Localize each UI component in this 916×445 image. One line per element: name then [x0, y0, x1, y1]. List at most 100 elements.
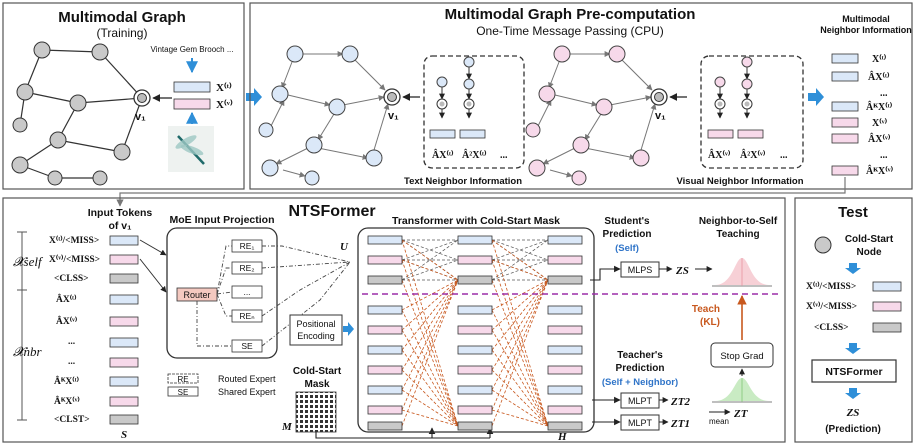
transformer-token-columns — [367, 235, 583, 431]
visual-graph-edges — [536, 51, 657, 178]
svg-text:MLPT: MLPT — [628, 396, 653, 406]
expert-dots: ... — [243, 287, 250, 297]
graph-subtitle: (Training) — [97, 26, 148, 40]
transformer-token — [367, 345, 403, 355]
svg-text:...: ... — [880, 150, 888, 161]
svg-text:X⁽ᵛ⁾: X⁽ᵛ⁾ — [872, 118, 888, 129]
expert-2: RE₂ — [239, 263, 254, 273]
text-neighbor-caption: Text Neighbor Information — [404, 176, 522, 187]
svg-text:MLPS: MLPS — [628, 265, 653, 275]
svg-text:ÂX⁽ᵛ⁾: ÂX⁽ᵛ⁾ — [56, 315, 78, 327]
precomp-node-label-text: v₁ — [388, 110, 399, 122]
panel-multimodal-graph: Multimodal Graph (Training) v₁ Vintage G… — [2, 2, 245, 190]
stop-grad-box — [710, 342, 774, 368]
svg-text:<CLST>: <CLST> — [54, 415, 90, 425]
neighbor-info-list: X⁽ᵗ⁾ ÂX⁽ᵗ⁾ ... ÂᴷX⁽ᵗ⁾ X⁽ᵛ⁾ ÂX⁽ᵛ⁾ ... ÂᴷX… — [831, 53, 894, 177]
mask-title-1: Cold-Start — [293, 366, 342, 377]
neighbor-attention-line — [491, 239, 549, 427]
legend-routed: Routed Expert — [218, 374, 276, 384]
transformer-token — [547, 305, 583, 315]
flow-arrow-icon — [808, 88, 824, 106]
transformer-token — [457, 235, 493, 245]
teacher-distribution — [712, 378, 772, 403]
neighbor-attention-line — [491, 279, 549, 391]
ntsformer-title: NTSFormer — [288, 203, 375, 220]
transformer-token — [367, 421, 403, 431]
transformer-token — [457, 365, 493, 375]
transformer-token — [367, 305, 403, 315]
test-token-2: X⁽ᵛ⁾/<MISS> — [806, 301, 857, 312]
neighbor-attention-line — [401, 239, 459, 427]
caption-text: Vintage Gem Brooch ... — [150, 45, 233, 54]
text-feature-bar — [173, 81, 211, 93]
cold-start-mask-grid — [295, 391, 337, 433]
precomp-node-label-visual: v₁ — [655, 110, 666, 122]
neighbor-attention-line — [401, 279, 459, 311]
visual-neighbor-caption: Visual Neighbor Information — [676, 176, 803, 187]
tokens-title-1: Input Tokens — [88, 207, 153, 219]
transformer-token — [367, 275, 403, 285]
test-model-box — [811, 359, 897, 383]
neighbor-attention-line — [491, 389, 549, 427]
transformer-token — [547, 385, 583, 395]
neighbor-attention-line — [401, 279, 459, 427]
svg-text:ÂX⁽ᵛ⁾: ÂX⁽ᵛ⁾ — [868, 133, 891, 145]
svg-text:Router: Router — [183, 290, 210, 300]
neighbor-attention-line — [401, 279, 459, 351]
transformer-token — [547, 235, 583, 245]
precomp-subtitle: One-Time Message Passing (CPU) — [476, 24, 664, 38]
neighbor-attention-line — [491, 279, 549, 331]
visual-neighbor-box — [700, 55, 804, 169]
neighbor-attention-line — [401, 309, 459, 427]
neighbor-attention-line — [401, 389, 459, 427]
graph-node-label: v₁ — [135, 111, 146, 123]
z-t2: ZT2 — [670, 396, 690, 408]
expert-1: RE₁ — [240, 241, 255, 251]
svg-text:...: ... — [68, 337, 75, 347]
legend-se: SE — [178, 388, 189, 397]
teacher-2: Prediction — [616, 363, 665, 374]
transformer-token — [547, 275, 583, 285]
transformer-token — [367, 365, 403, 375]
neighbor-attention-line — [401, 279, 459, 371]
svg-text:Stop Grad: Stop Grad — [720, 351, 763, 362]
transformer-token — [457, 345, 493, 355]
neighbor-attention-line — [401, 329, 459, 427]
transformer-box — [357, 227, 595, 433]
svg-text:Encoding: Encoding — [297, 331, 335, 341]
svg-text:ÂᴷX⁽ᵗ⁾: ÂᴷX⁽ᵗ⁾ — [866, 101, 893, 113]
svg-text:X⁽ᵗ⁾: X⁽ᵗ⁾ — [872, 54, 887, 65]
svg-text:X⁽ᵗ⁾/<MISS>: X⁽ᵗ⁾/<MISS> — [49, 235, 99, 246]
transformer-token — [547, 325, 583, 335]
test-node-1: Cold-Start — [845, 234, 894, 245]
test-prediction: (Prediction) — [825, 424, 881, 435]
u-label: U — [340, 241, 349, 253]
text-label-2: Â²X⁽ᵗ⁾ — [462, 149, 487, 161]
teacher-1: Teacher's — [617, 350, 663, 361]
graph-nodes — [11, 41, 131, 186]
neighbor-attention-line — [401, 279, 459, 427]
z-t1: ZT1 — [670, 418, 690, 430]
neighbor-attention-line — [491, 279, 549, 351]
panel-ntsformer: NTSFormer Input Tokens of v₁ 𝓧self 𝓧nbr … — [2, 197, 786, 443]
transformer-token — [457, 255, 493, 265]
graph-title: Multimodal Graph — [58, 9, 186, 26]
neighbor-attention-line — [401, 279, 459, 411]
teacher-3: (Self + Neighbor) — [602, 377, 678, 388]
visual-label-2: Â²X⁽ᵛ⁾ — [740, 149, 766, 161]
flow-arrow-icon — [246, 88, 262, 106]
self-attention-line — [491, 239, 549, 281]
transformer-token — [457, 275, 493, 285]
neighbor-attention-line — [491, 239, 549, 281]
transformer-token — [367, 325, 403, 335]
text-label-3: ... — [500, 150, 508, 161]
kl-label: (KL) — [700, 317, 720, 328]
neighbor-attention-line — [401, 239, 459, 281]
graph-x-text: X⁽ᵗ⁾ — [216, 82, 232, 94]
text-neighbor-box — [423, 55, 525, 169]
visual-label-1: ÂX⁽ᵛ⁾ — [708, 149, 731, 161]
student-1: Student's — [604, 216, 650, 227]
svg-text:ÂX⁽ᵗ⁾: ÂX⁽ᵗ⁾ — [56, 293, 77, 305]
visual-feature-bar — [173, 98, 211, 110]
